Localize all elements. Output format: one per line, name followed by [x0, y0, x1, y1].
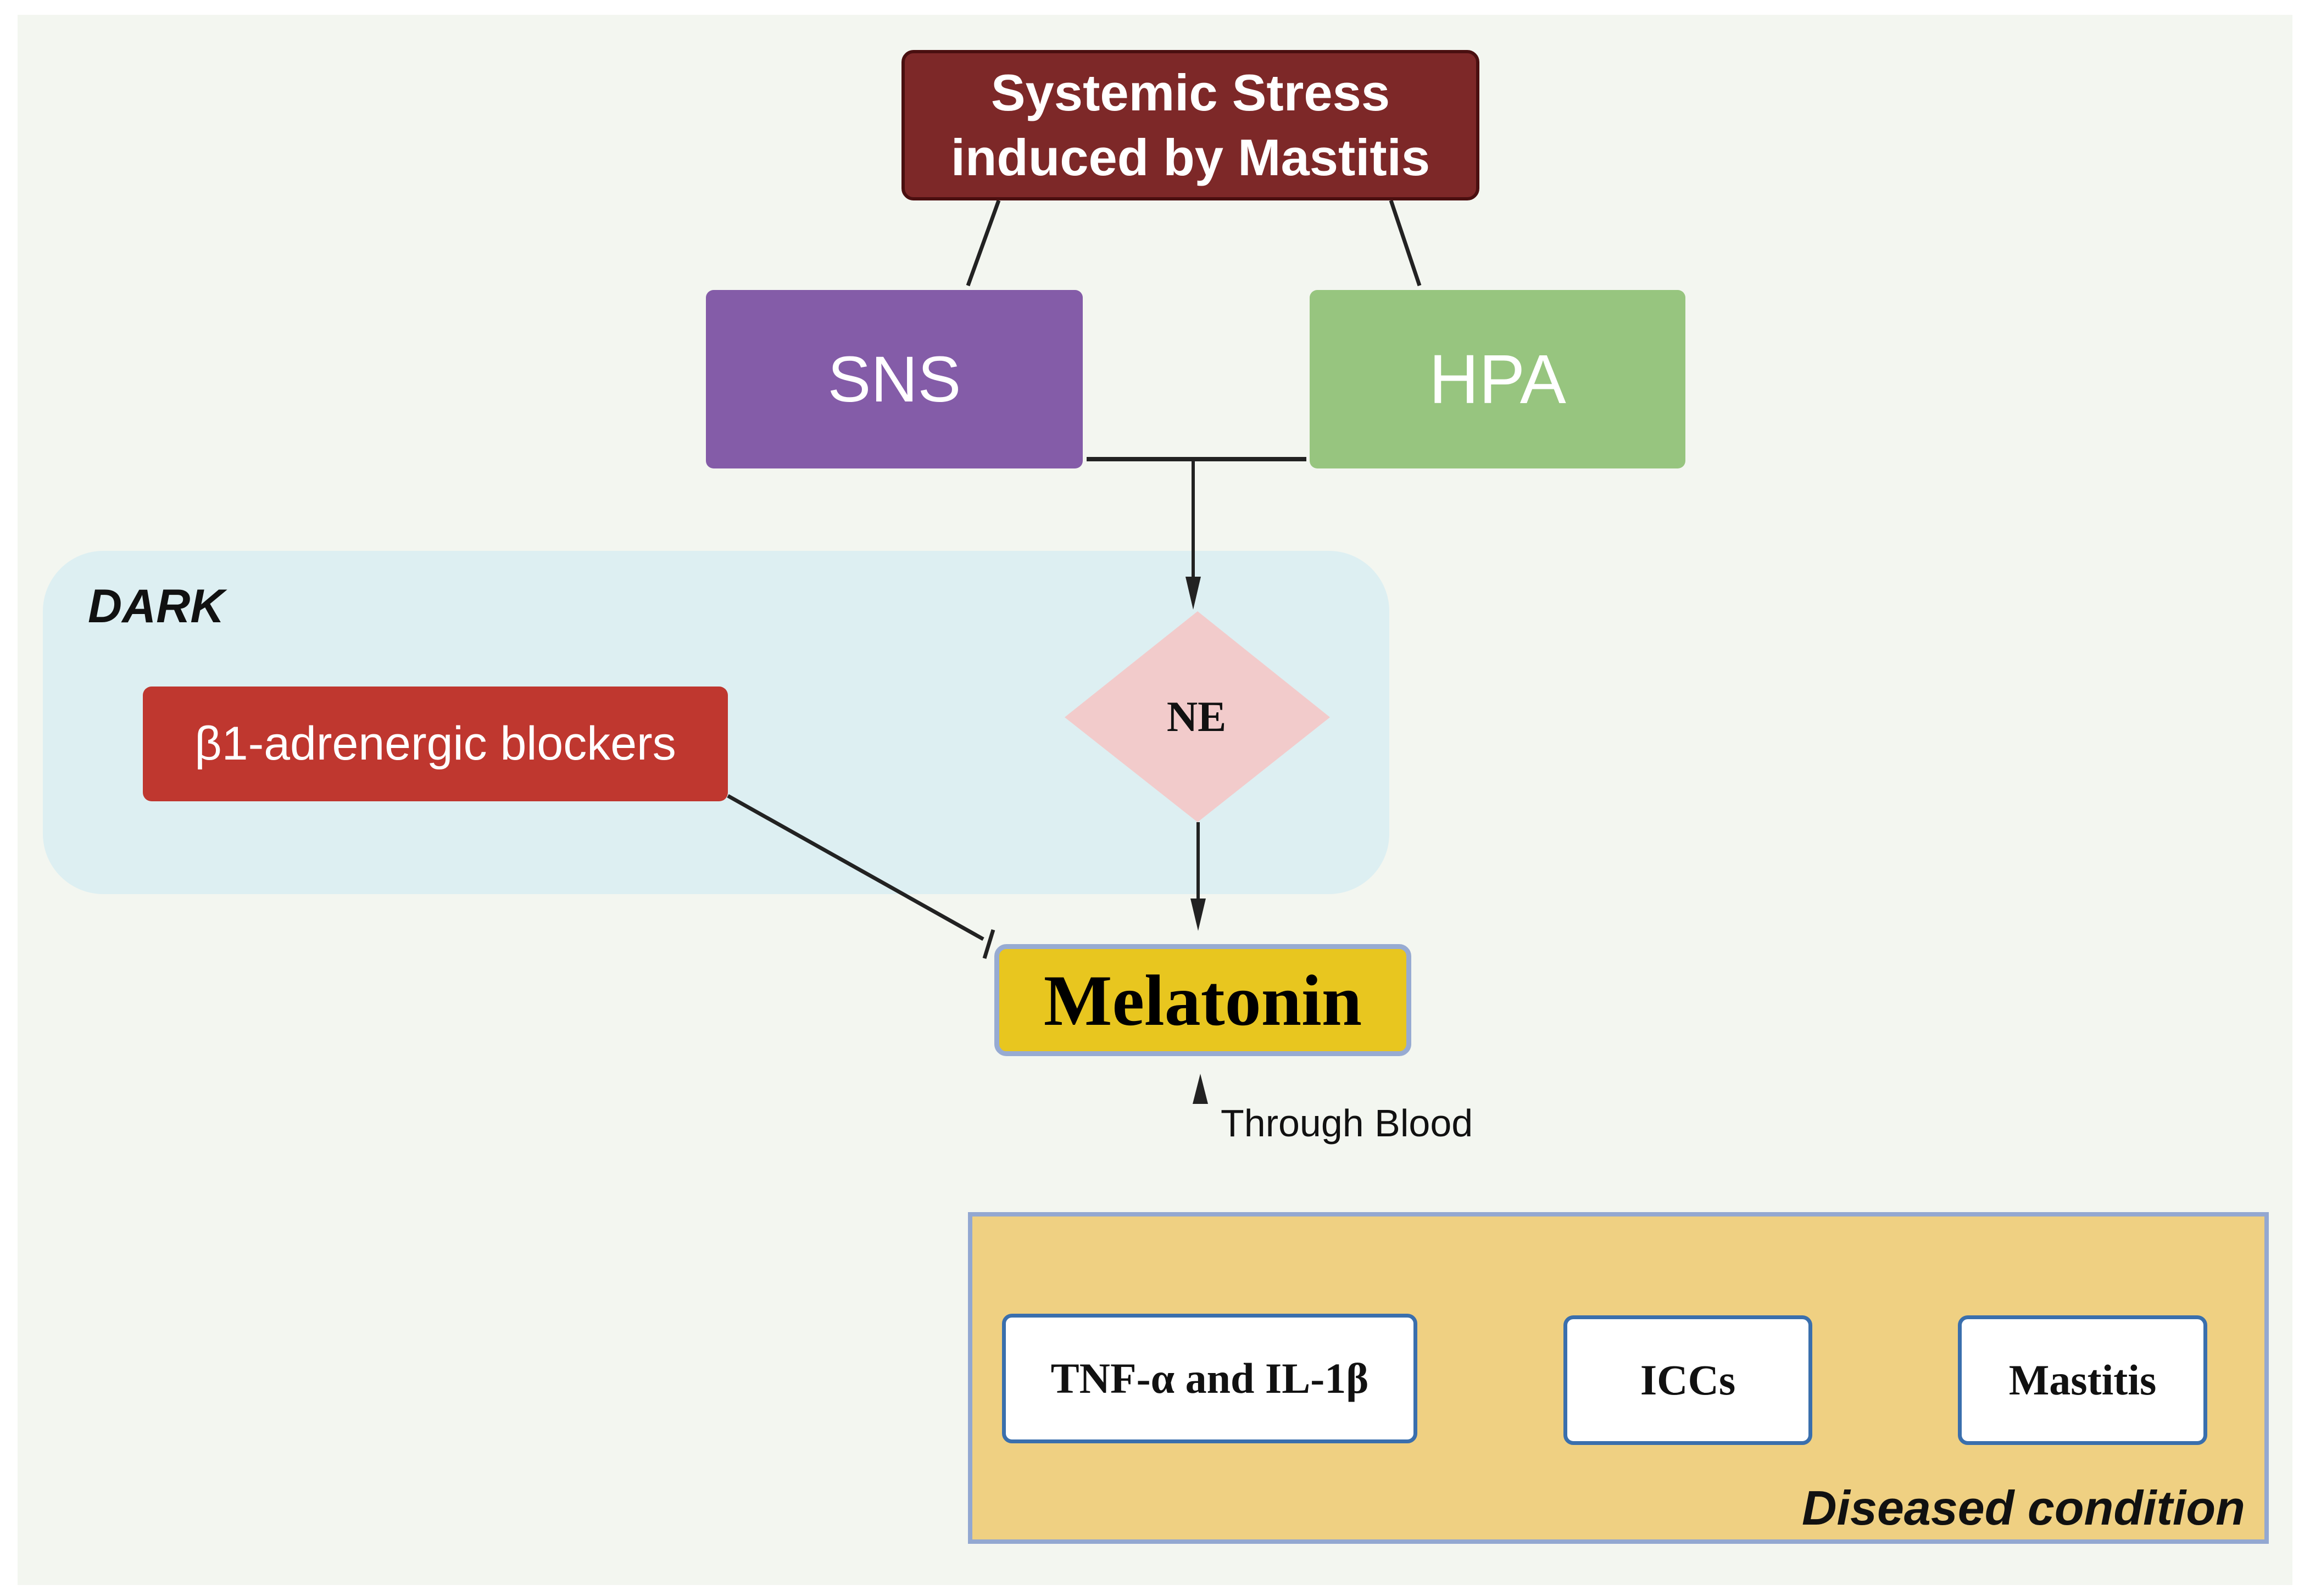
hpa-node: HPA: [1310, 290, 1685, 468]
through-blood-label: Through Blood: [1221, 1102, 1473, 1145]
inhibit-bar: [982, 929, 995, 959]
tnf-il1b-node: TNF-α and IL-1β: [1002, 1314, 1417, 1443]
edge-stress-sns: [966, 199, 1001, 287]
iccs-node: ICCs: [1563, 1315, 1812, 1445]
dark-region-label: DARK: [88, 580, 225, 633]
diseased-condition-label: Diseased condition: [1802, 1481, 2245, 1535]
edge-stress-hpa: [1389, 199, 1422, 287]
arrowhead-ne: [1185, 577, 1201, 610]
ne-diamond: [1065, 611, 1330, 822]
sns-node: SNS: [706, 290, 1083, 468]
arrowhead-melatonin: [1190, 899, 1206, 931]
systemic-stress-node: Systemic Stress induced by Mastitis: [901, 50, 1479, 200]
arrowhead-blood: [1193, 1074, 1208, 1104]
systemic-stress-label-line2: induced by Mastitis: [950, 129, 1430, 186]
systemic-stress-label-line1: Systemic Stress: [990, 64, 1390, 121]
melatonin-node: Melatonin: [994, 944, 1411, 1056]
ne-label: NE: [1166, 693, 1227, 740]
beta-blocker-node: β1-adrenergic blockers: [143, 687, 728, 801]
edge-blocker-melatonin: [727, 794, 984, 941]
mastitis-node: Mastitis: [1958, 1315, 2207, 1445]
